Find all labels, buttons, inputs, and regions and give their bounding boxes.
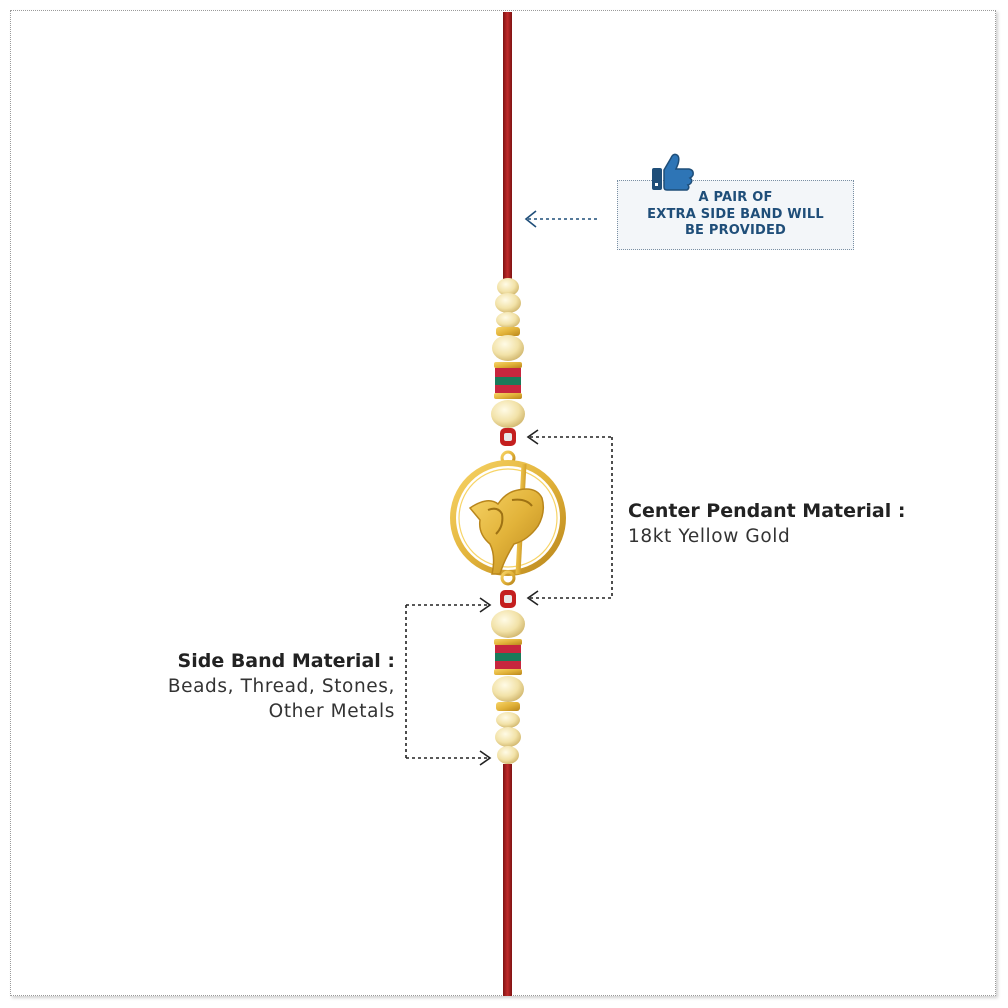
pendant-material-value: 18kt Yellow Gold <box>628 526 791 547</box>
side-band-material-title: Side Band Material : <box>177 650 395 672</box>
callout-line-1: A PAIR OF <box>698 190 773 205</box>
pendant-material-label: Center Pendant Material : 18kt Yellow Go… <box>628 498 905 549</box>
side-band-material-line-2: Other Metals <box>268 701 395 722</box>
callout-line-3: BE PROVIDED <box>684 223 787 238</box>
side-band-bracket <box>405 597 492 766</box>
callout-arrow <box>524 210 600 228</box>
extra-band-callout: A PAIR OF EXTRA SIDE BAND WILL BE PROVID… <box>617 180 854 250</box>
callout-text: A PAIR OF EXTRA SIDE BAND WILL BE PROVID… <box>618 190 853 240</box>
side-band-material-label: Side Band Material : Beads, Thread, Ston… <box>168 648 395 724</box>
upper-bead-strand <box>491 278 525 446</box>
pendant-material-title: Center Pendant Material : <box>628 500 906 522</box>
callout-line-2: EXTRA SIDE BAND WILL <box>647 206 824 222</box>
lower-bead-strand <box>491 590 525 764</box>
thread-bottom <box>503 764 512 996</box>
pendant-bracket <box>526 429 613 606</box>
pendant <box>450 450 566 586</box>
side-band-material-line-1: Beads, Thread, Stones, <box>167 676 395 697</box>
thread-top <box>503 12 512 284</box>
thumbs-up-icon <box>652 153 694 191</box>
